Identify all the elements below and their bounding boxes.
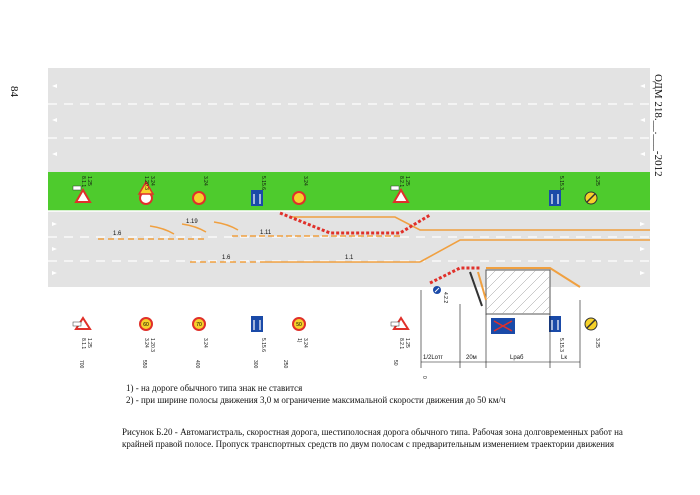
sign-speed: 70 [196, 322, 202, 328]
median-sign-label: 5.15.6 [260, 176, 266, 190]
work-zone-barrier [469, 271, 483, 307]
bottom-sign-4 [251, 316, 263, 332]
median-sign-5 [292, 191, 306, 205]
bottom-sign-labels: 1.258.1.1 1.20.33.24 3.24 5.15.6 3.241) … [78, 338, 600, 369]
median-sign-label: 3.24 [202, 176, 208, 186]
bottom-signs: 60 70 50 [72, 316, 598, 334]
median-sign-labels: 1.258.1.1 3.241.20.3 3.24 5.15.6 3.24 1.… [80, 176, 600, 190]
marking-shift-line [419, 239, 650, 263]
caption-text: Автомагистраль, скоростная дорога, шести… [122, 427, 623, 449]
lane-label: 1.6 [222, 255, 231, 261]
arrow-left-icon [52, 84, 57, 88]
bottom-sign-code: 3.241) [296, 338, 308, 348]
caption-label: Рисунок Б.20 - [122, 427, 178, 437]
median-sign-8 [584, 191, 598, 205]
bottom-sign-2: 60 [139, 317, 153, 331]
bottom-sign-distance: 700 [78, 360, 84, 369]
lane-label: 1.1 [345, 255, 354, 261]
arrow-left-icon [640, 152, 645, 156]
arrow-left-icon [52, 118, 57, 122]
work-zone-marker [477, 271, 487, 301]
marking-edge-line [290, 216, 650, 231]
bottom-sign-code: 5.15.3 [558, 338, 564, 352]
bottom-sign-3: 70 [192, 317, 206, 331]
arrow-left-icon [52, 152, 57, 156]
median-sign-label: 1.258.2.1 [398, 176, 410, 187]
dim-half-l: 1/2Lотг [423, 355, 444, 361]
dim-gap: 20м [466, 355, 477, 361]
median-sign-2 [137, 180, 155, 205]
barrier-taper [279, 211, 431, 235]
bottom-sign-distance: 550 [141, 360, 147, 369]
bottom-sign-distance: 50 [392, 360, 398, 366]
barrier-lower-taper [429, 266, 480, 285]
upper-direction-arrows [52, 84, 645, 156]
sign-speed: 60 [143, 322, 149, 328]
median-sign-label: 5.15.3 [558, 176, 564, 190]
median-signs [72, 180, 598, 206]
work-zone-end-taper [486, 267, 581, 288]
lane-label: 1.11 [260, 230, 272, 236]
arrow-right-icon [640, 271, 645, 275]
dimension-labels: 1/2Lотг 20м Lраб Lк 0 [421, 355, 567, 379]
work-zone-sign [433, 286, 441, 294]
bottom-sign-code: 3.24 [202, 338, 208, 348]
median-sign-label: 1.258.1.1 [80, 176, 92, 187]
sign-speed: 50 [296, 322, 302, 328]
median-sign-4 [251, 190, 263, 206]
temporary-markings [98, 216, 650, 263]
bottom-sign-6 [390, 316, 410, 330]
median-sign-label: 3.24 [302, 176, 308, 186]
bottom-sign-code: 3.25 [594, 338, 600, 348]
median-sign-1 [72, 185, 92, 203]
arrow-left-icon [640, 84, 645, 88]
marking-1-19-arrow [213, 221, 239, 231]
bottom-work-sign [491, 318, 515, 334]
lower-carriageway [48, 211, 650, 287]
median-sign-label: 3.241.20.3 [143, 176, 155, 190]
work-zone [469, 267, 581, 315]
work-zone-area [485, 269, 551, 315]
bottom-sign-distance: 400 [194, 360, 200, 369]
bottom-sign-1 [72, 316, 92, 330]
upper-carriageway [48, 68, 650, 172]
work-zone-sign-label: 4.2.2 [442, 292, 448, 303]
barrier-line [279, 211, 480, 285]
bottom-sign-distance: 250 [282, 360, 288, 369]
bottom-sign-code: 1.20.33.24 [143, 338, 155, 352]
median-sign-label: 3.25 [594, 176, 600, 186]
median-sign-7 [549, 190, 561, 206]
lane-label: 1.6 [113, 231, 122, 237]
dim-zero: 0 [421, 376, 427, 379]
dim-l-end: Lк [561, 355, 567, 361]
arrow-right-icon [52, 247, 57, 251]
dim-l-work: Lраб [510, 355, 524, 361]
median-sign-6 [390, 185, 410, 203]
bottom-sign-code: 1.258.1.1 [80, 338, 92, 349]
bottom-sign-distance: 300 [252, 360, 258, 369]
bottom-sign-8 [584, 317, 598, 331]
arrow-right-icon [52, 271, 57, 275]
note-2: 2) - при ширине полосы движения 3,0 м ог… [126, 395, 506, 405]
arrow-right-icon [640, 247, 645, 251]
bottom-sign-code: 5.15.6 [260, 338, 266, 352]
arrow-right-icon [640, 222, 645, 226]
bottom-sign-5: 50 [292, 317, 306, 331]
arrow-right-icon [52, 222, 57, 226]
figure-caption: Рисунок Б.20 - Автомагистраль, скоростна… [122, 426, 642, 450]
lane-label: 1.19 [186, 219, 198, 225]
marking-1-19-arrow [181, 223, 207, 233]
marking-1-19-arrow [149, 225, 175, 235]
median-sign-3 [192, 191, 206, 205]
bottom-sign-7 [549, 316, 561, 332]
arrow-left-icon [640, 118, 645, 122]
note-1: 1) - на дороге обычного типа знак не ста… [126, 383, 303, 393]
dimension-lines [420, 290, 581, 368]
lower-direction-arrows [52, 222, 645, 275]
bottom-sign-code: 1.258.2.1 [398, 338, 410, 349]
lane-labels: 1.6 1.19 1.11 1.6 1.1 [113, 219, 354, 261]
